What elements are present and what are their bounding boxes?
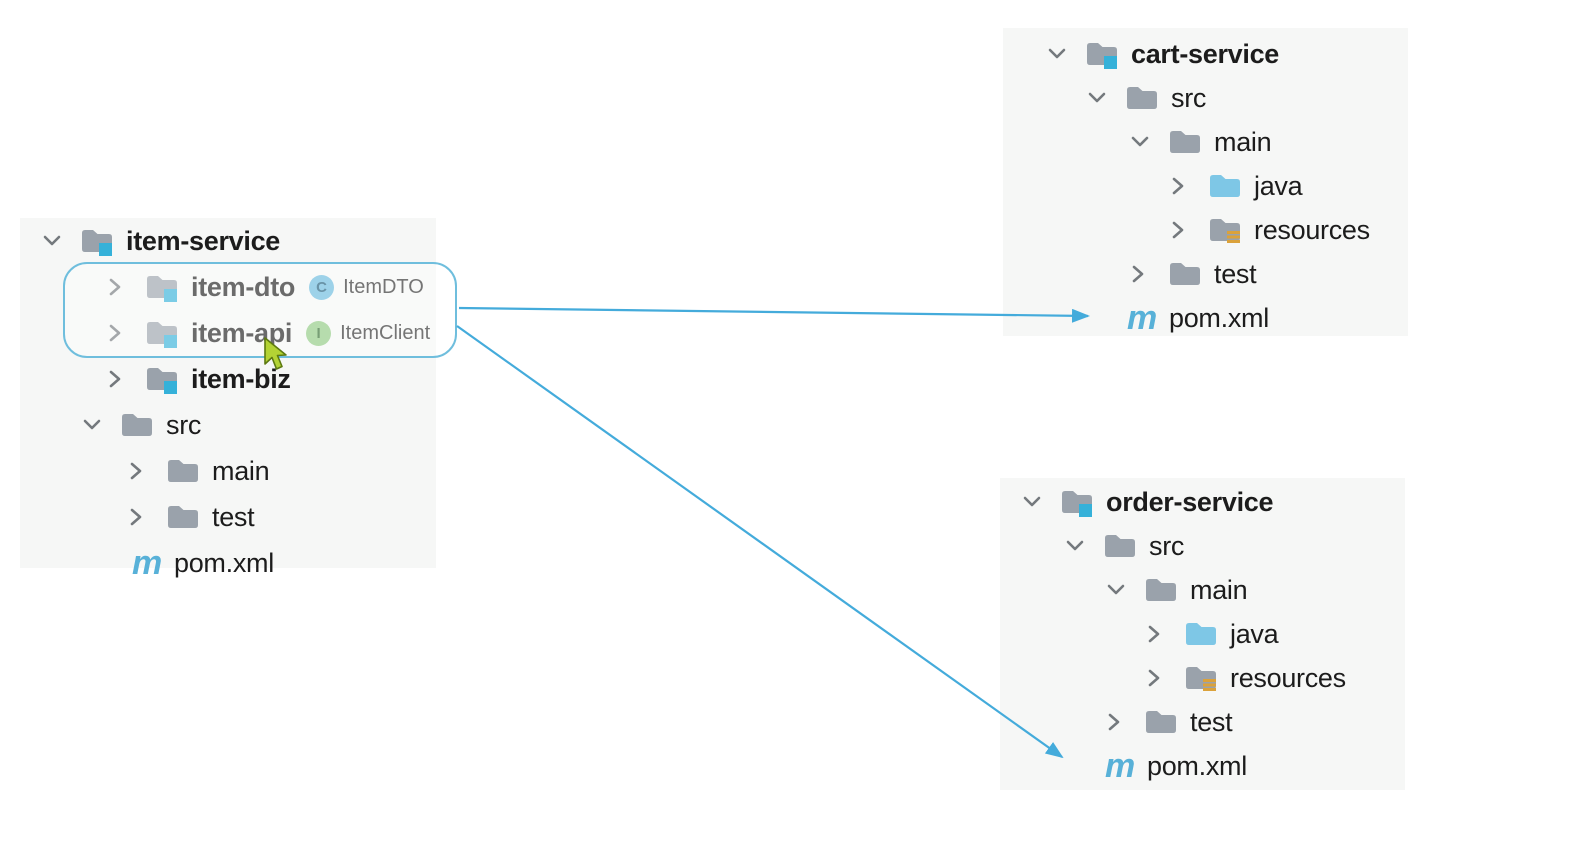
chevron-down-icon[interactable] (1061, 534, 1089, 558)
tree-row-test[interactable]: test (1000, 700, 1405, 744)
chevron-down-icon[interactable] (1102, 578, 1130, 602)
chevron-right-icon[interactable] (103, 367, 131, 391)
project-tree-panel-item-service: item-service item-dto C ItemDTO item-api… (20, 218, 436, 582)
class-badge-label: ItemDTO (343, 275, 424, 298)
tree-row-java[interactable]: java (1000, 612, 1405, 656)
tree-item-label: item-biz (191, 363, 291, 394)
chevron-down-icon[interactable] (1018, 490, 1046, 514)
project-tree-panel-order-service: order-service src main java resources te… (1000, 478, 1405, 790)
tree-item-label: order-service (1106, 486, 1274, 517)
folder-icon (1168, 258, 1202, 290)
chevron-right-icon[interactable] (1102, 710, 1130, 734)
tree-row-test[interactable]: test (20, 494, 436, 540)
tree-row-item-service[interactable]: item-service (20, 218, 436, 264)
maven-icon: m (1105, 746, 1136, 785)
chevron-right-icon[interactable] (1126, 262, 1154, 286)
tree-row-pom-xml[interactable]: m pom.xml (1003, 296, 1408, 340)
module-folder-icon (80, 225, 114, 257)
chevron-right-icon[interactable] (103, 321, 131, 345)
resources-folder-icon (1208, 214, 1242, 246)
maven-icon: m (1127, 298, 1158, 337)
tree-row-src[interactable]: src (1003, 76, 1408, 120)
interface-badge-label: ItemClient (340, 321, 431, 344)
folder-icon (1103, 530, 1137, 562)
tree-item-label: main (212, 455, 270, 486)
folder-icon (1144, 706, 1178, 738)
tree-row-item-dto[interactable]: item-dto C ItemDTO (20, 264, 436, 310)
tree-item-label: cart-service (1131, 38, 1280, 69)
module-folder-icon (145, 363, 179, 395)
tree-row-resources[interactable]: resources (1003, 208, 1408, 252)
chevron-right-icon[interactable] (124, 459, 152, 483)
chevron-right-icon[interactable] (1166, 174, 1194, 198)
maven-icon: m (132, 543, 163, 582)
tree-item-label: test (1190, 706, 1233, 737)
tree-item-label: item-api (191, 317, 293, 348)
module-folder-icon (145, 271, 179, 303)
tree-item-label: resources (1254, 214, 1370, 245)
tree-item-label: pom.xml (174, 547, 274, 578)
folder-icon (1125, 82, 1159, 114)
folder-icon (120, 409, 154, 441)
arrow-to-cart-pom (458, 306, 1090, 323)
tree-item-label: pom.xml (1169, 302, 1269, 333)
tree-row-cart-service[interactable]: cart-service (1003, 32, 1408, 76)
chevron-right-icon[interactable] (1166, 218, 1194, 242)
tree-item-label: main (1214, 126, 1272, 157)
folder-icon (1168, 126, 1202, 158)
chevron-down-icon[interactable] (1083, 86, 1111, 110)
tree-item-label: item-service (126, 225, 280, 256)
tree-item-label: test (1214, 258, 1257, 289)
folder-icon (166, 501, 200, 533)
tree-row-pom-xml[interactable]: m pom.xml (20, 540, 436, 586)
chevron-down-icon[interactable] (1126, 130, 1154, 154)
tree-row-item-api[interactable]: item-api I ItemClient (20, 310, 436, 356)
tree-row-src[interactable]: src (20, 402, 436, 448)
class-badge-icon: C (309, 274, 335, 300)
tree-row-pom-xml[interactable]: m pom.xml (1000, 744, 1405, 788)
resources-folder-icon (1184, 662, 1218, 694)
tree-item-label: src (1149, 530, 1185, 561)
tree-item-label: item-dto (191, 271, 296, 302)
java-sources-folder-icon (1184, 618, 1218, 650)
tree-row-java[interactable]: java (1003, 164, 1408, 208)
tree-row-main[interactable]: main (1003, 120, 1408, 164)
project-tree-panel-cart-service: cart-service src main java resources tes… (1003, 28, 1408, 337)
interface-badge-icon: I (306, 320, 332, 346)
tree-row-order-service[interactable]: order-service (1000, 480, 1405, 524)
tree-row-test[interactable]: test (1003, 252, 1408, 296)
module-folder-icon (1060, 486, 1094, 518)
module-folder-icon (145, 317, 179, 349)
chevron-right-icon[interactable] (103, 275, 131, 299)
tree-item-label: java (1254, 170, 1303, 201)
module-folder-icon (1085, 38, 1119, 70)
arrow-to-order-pom (456, 325, 1064, 759)
chevron-down-icon[interactable] (1043, 42, 1071, 66)
chevron-right-icon[interactable] (124, 505, 152, 529)
tree-item-label: main (1190, 574, 1248, 605)
tree-item-label: java (1230, 618, 1279, 649)
tree-row-item-biz[interactable]: item-biz (20, 356, 436, 402)
tree-item-label: test (212, 501, 255, 532)
chevron-down-icon[interactable] (38, 229, 66, 253)
folder-icon (1144, 574, 1178, 606)
tree-item-label: src (1171, 82, 1207, 113)
java-sources-folder-icon (1208, 170, 1242, 202)
tree-item-label: pom.xml (1147, 750, 1247, 781)
chevron-right-icon[interactable] (1142, 666, 1170, 690)
tree-row-resources[interactable]: resources (1000, 656, 1405, 700)
tree-row-main[interactable]: main (1000, 568, 1405, 612)
tree-row-main[interactable]: main (20, 448, 436, 494)
tree-row-src[interactable]: src (1000, 524, 1405, 568)
tree-item-label: src (166, 409, 202, 440)
tree-item-label: resources (1230, 662, 1346, 693)
chevron-right-icon[interactable] (1142, 622, 1170, 646)
chevron-down-icon[interactable] (78, 413, 106, 437)
folder-icon (166, 455, 200, 487)
